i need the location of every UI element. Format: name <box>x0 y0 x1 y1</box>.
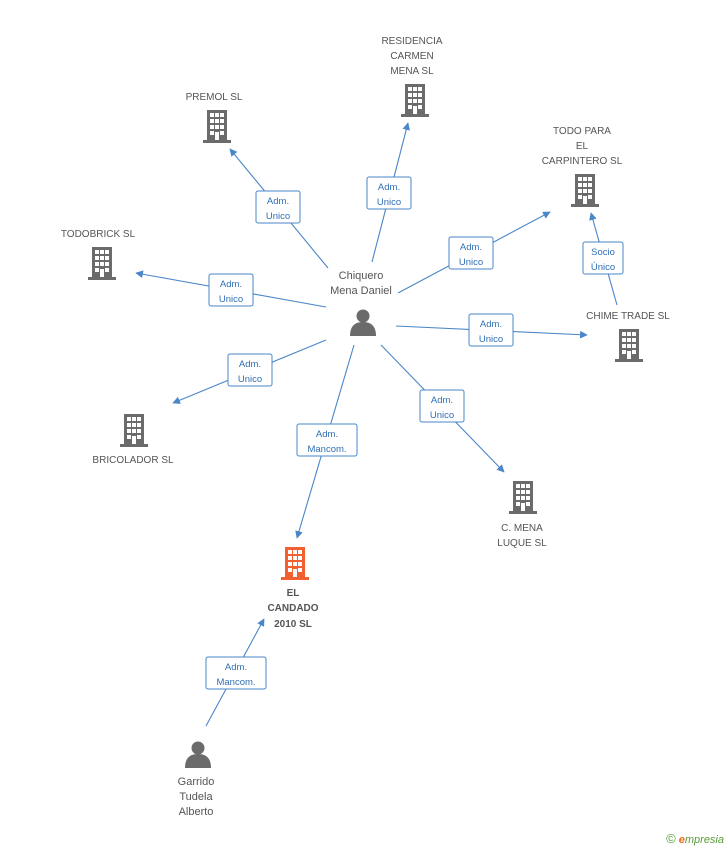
building-icon <box>509 481 537 514</box>
svg-text:Tudela: Tudela <box>179 791 213 803</box>
svg-text:RESIDENCIA: RESIDENCIA <box>381 36 442 47</box>
svg-text:Unico: Unico <box>238 374 262 385</box>
svg-text:C. MENA: C. MENA <box>501 523 543 534</box>
relation-label-chime-todopara: Socio Único <box>582 241 624 275</box>
person-node-chiquero[interactable]: Chiquero Mena Daniel <box>330 270 392 336</box>
building-icon <box>281 547 309 580</box>
svg-text:Chiquero: Chiquero <box>339 270 384 282</box>
company-node-candado[interactable]: EL CANDADO 2010 SL <box>267 547 319 630</box>
svg-text:Mena Daniel: Mena Daniel <box>330 285 392 297</box>
svg-text:Unico: Unico <box>459 257 483 268</box>
svg-text:PREMOL SL: PREMOL SL <box>186 92 243 103</box>
svg-text:Socio: Socio <box>591 247 615 258</box>
company-node-premol[interactable]: PREMOL SL <box>186 92 243 143</box>
svg-text:Adm.: Adm. <box>225 662 247 673</box>
svg-text:MENA SL: MENA SL <box>390 66 434 77</box>
svg-text:Alberto: Alberto <box>179 806 214 818</box>
company-node-cmena[interactable]: C. MENA LUQUE SL <box>497 481 547 549</box>
svg-text:TODOBRICK SL: TODOBRICK SL <box>61 229 136 240</box>
building-icon <box>615 329 643 362</box>
company-node-bricolador[interactable]: BRICOLADOR SL <box>92 414 174 466</box>
relation-label-todobrick: Adm. Unico <box>208 273 254 307</box>
empresia-watermark: © empresia <box>666 831 724 846</box>
svg-text:EL: EL <box>576 141 589 152</box>
svg-text:Adm.: Adm. <box>220 279 242 290</box>
svg-text:CANDADO: CANDADO <box>267 603 318 614</box>
relation-label-premol: Adm. Unico <box>255 190 301 224</box>
relation-label-garrido-candado: Adm. Mancom. <box>205 656 267 690</box>
svg-text:Unico: Unico <box>219 294 243 305</box>
building-icon <box>401 84 429 117</box>
relation-label-bricolador: Adm. Unico <box>227 353 273 387</box>
person-icon <box>350 309 376 336</box>
brand-logo-text: mpresia <box>684 834 724 846</box>
svg-text:BRICOLADOR SL: BRICOLADOR SL <box>92 455 174 466</box>
copyright-symbol: © <box>666 831 676 846</box>
svg-text:CHIME TRADE SL: CHIME TRADE SL <box>586 311 670 322</box>
company-node-chime[interactable]: CHIME TRADE SL <box>586 311 670 362</box>
svg-text:Adm.: Adm. <box>480 319 502 330</box>
relation-label-todopara: Adm. Unico <box>448 236 494 270</box>
svg-text:Mancom.: Mancom. <box>307 444 346 455</box>
svg-text:Unico: Unico <box>377 197 401 208</box>
svg-text:2010 SL: 2010 SL <box>274 619 312 630</box>
svg-text:Adm.: Adm. <box>239 359 261 370</box>
relation-label-cmena: Adm. Unico <box>419 389 465 423</box>
company-node-todobrick[interactable]: TODOBRICK SL <box>61 229 136 280</box>
svg-text:Mancom.: Mancom. <box>216 677 255 688</box>
svg-text:Adm.: Adm. <box>431 395 453 406</box>
building-icon <box>571 174 599 207</box>
svg-text:CARPINTERO SL: CARPINTERO SL <box>542 156 623 167</box>
svg-text:EL: EL <box>287 588 300 599</box>
svg-text:Garrido: Garrido <box>178 776 215 788</box>
relation-label-candado: Adm. Mancom. <box>296 423 358 457</box>
person-node-garrido[interactable]: Garrido Tudela Alberto <box>178 741 215 819</box>
relation-label-residencia: Adm. Unico <box>366 176 412 210</box>
svg-text:Adm.: Adm. <box>460 242 482 253</box>
svg-text:Único: Único <box>591 262 615 273</box>
building-icon <box>203 110 231 143</box>
svg-text:Adm.: Adm. <box>316 429 338 440</box>
svg-text:Adm.: Adm. <box>267 196 289 207</box>
svg-text:LUQUE SL: LUQUE SL <box>497 538 547 549</box>
relation-label-chime: Adm. Unico <box>468 313 514 347</box>
person-icon <box>185 741 211 768</box>
company-node-residencia[interactable]: RESIDENCIA CARMEN MENA SL <box>381 36 443 117</box>
svg-text:TODO PARA: TODO PARA <box>553 126 611 137</box>
building-icon <box>120 414 148 447</box>
svg-text:Unico: Unico <box>430 410 454 421</box>
svg-text:Unico: Unico <box>266 211 290 222</box>
svg-text:Adm.: Adm. <box>378 182 400 193</box>
svg-text:CARMEN: CARMEN <box>390 51 433 62</box>
building-icon <box>88 247 116 280</box>
svg-text:Unico: Unico <box>479 334 503 345</box>
company-node-todopara[interactable]: TODO PARA EL CARPINTERO SL <box>542 126 623 207</box>
brand-logo-initial: e <box>678 834 685 846</box>
